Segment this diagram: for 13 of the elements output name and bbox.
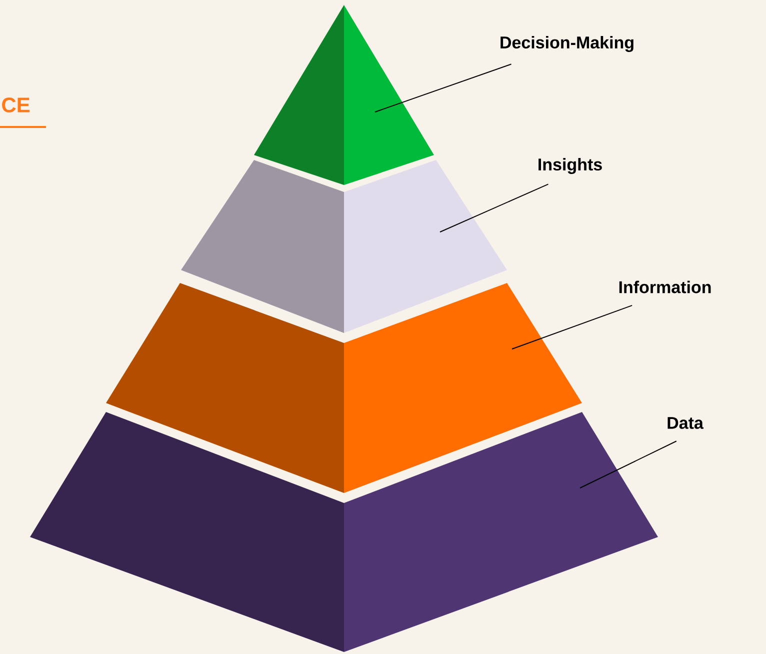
layer-label: Decision-Making [500,36,634,52]
pyramid-layer [30,412,658,652]
layer-label: Information [619,280,711,294]
pyramid-top [254,5,434,185]
layer-label: Insights [538,158,602,174]
pyramid-layer [181,160,507,333]
leader-line [580,440,677,488]
heading-fragment: CE [2,98,30,112]
layer-label: Data [668,417,704,429]
pyramid-layer [106,283,582,493]
leader-line [512,304,633,350]
leader-line [440,184,549,232]
leader-line [374,64,512,112]
